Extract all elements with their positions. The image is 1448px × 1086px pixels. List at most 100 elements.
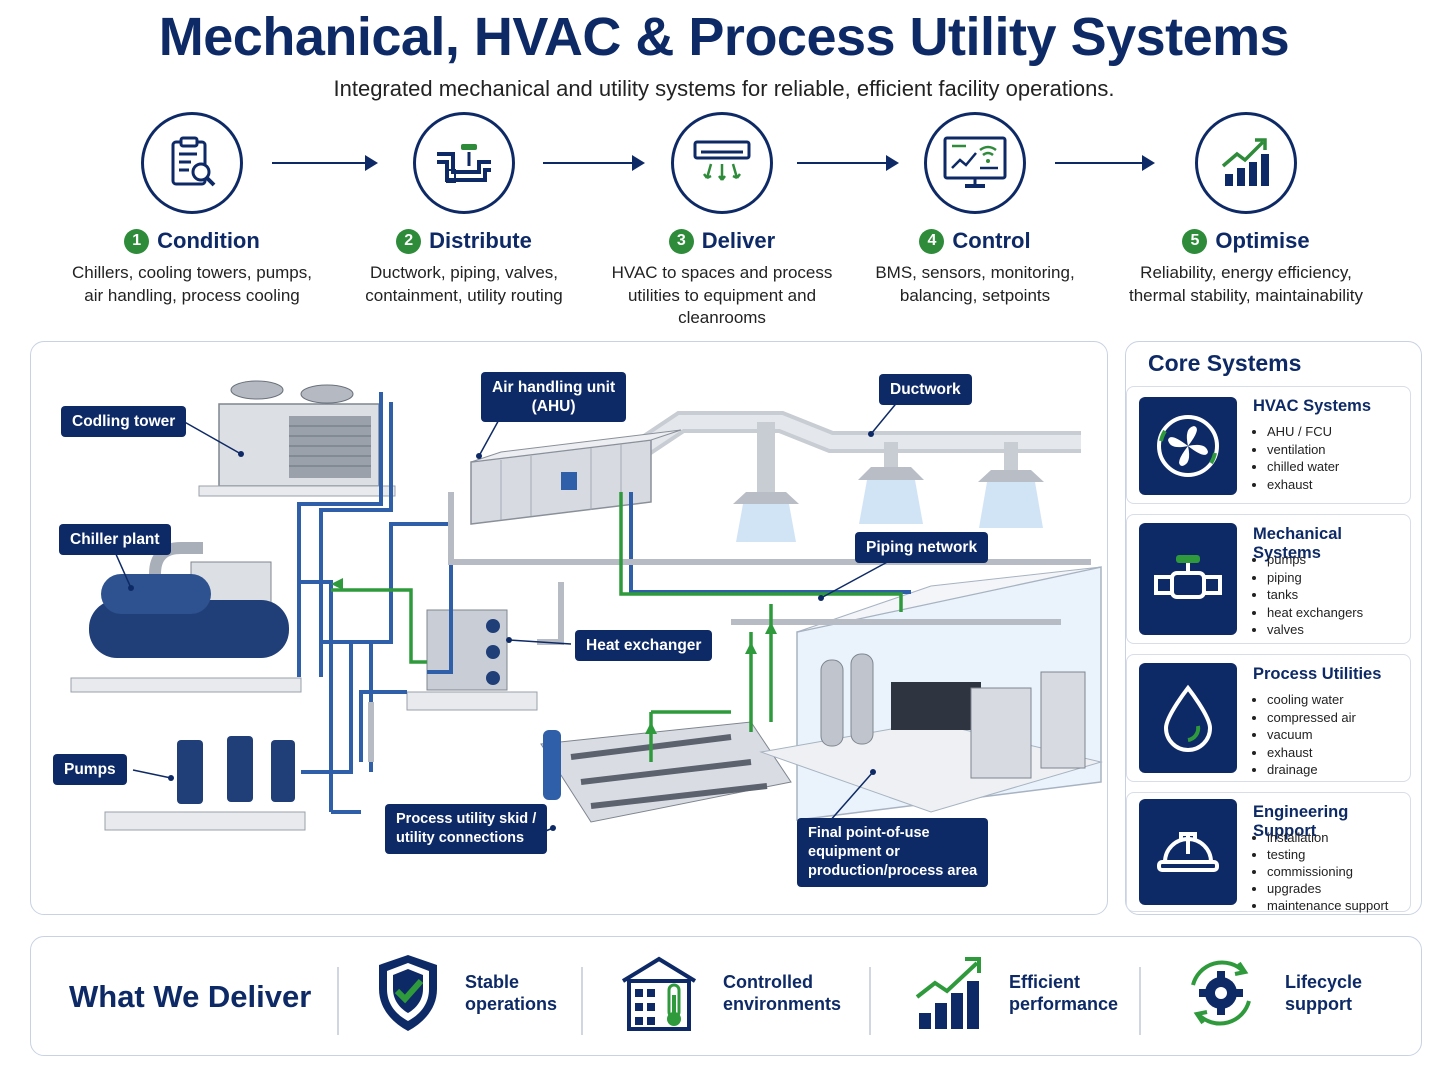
step-description: Chillers, cooling towers, pumps, air han…: [72, 263, 312, 305]
divider: [581, 967, 583, 1035]
step-arrow: [543, 155, 645, 171]
step-title: Optimise: [1215, 228, 1310, 253]
deliver-line2: performance: [1009, 994, 1119, 1014]
list-item: testing: [1267, 846, 1388, 863]
step-description: BMS, sensors, monitoring, balancing, set…: [875, 263, 1075, 305]
deliver-line2: support: [1285, 994, 1352, 1014]
list-item: ventilation: [1267, 441, 1339, 459]
step-optimise: 5 Optimise Reliability, energy efficiency…: [1126, 112, 1366, 307]
label-final-line1: Final point-of-use: [808, 825, 930, 841]
divider: [337, 967, 339, 1035]
list-item: cooling water: [1267, 691, 1356, 709]
core-card-title: HVAC Systems: [1253, 397, 1371, 415]
label-ahu: Air handling unit (AHU): [481, 372, 627, 422]
list-item: drainage: [1267, 761, 1356, 779]
step-description: Reliability, energy efficiency, thermal …: [1129, 263, 1363, 305]
list-item: exhaust: [1267, 744, 1356, 762]
valve-icon: [1139, 523, 1237, 635]
step-control: 4 Control BMS, sensors, monitoring, balan…: [855, 112, 1095, 307]
air-vent-icon: [671, 112, 773, 214]
step-title: Deliver: [701, 228, 776, 253]
deliver-line1: Efficient: [1009, 972, 1081, 992]
label-cooling-tower: Codling tower: [61, 406, 187, 437]
label-pumps: Pumps: [53, 754, 127, 785]
step-number: 5: [1182, 228, 1208, 254]
step-arrow: [797, 155, 899, 171]
core-systems-panel: Core Systems HVAC Systems AHU / FCU vent…: [1125, 341, 1422, 915]
label-process-skid: Process utility skid / utility connectio…: [385, 804, 548, 854]
hard-hat-icon: [1139, 799, 1237, 905]
page-subtitle: Integrated mechanical and utility system…: [333, 76, 1115, 101]
step-description: Ductwork, piping, valves, containment, u…: [365, 263, 563, 305]
label-ductwork: Ductwork: [879, 374, 972, 405]
core-card-title: Mechanical Systems: [1253, 525, 1342, 562]
core-card-title: Engineering Support: [1253, 803, 1349, 840]
list-item: AHU / FCU: [1267, 423, 1339, 441]
bar-growth-icon: [915, 957, 981, 1029]
core-card-mechanical: Mechanical Systems pumps piping tanks he…: [1126, 514, 1411, 644]
core-card-list: pumps piping tanks heat exchangers valve…: [1253, 551, 1363, 639]
list-item: upgrades: [1267, 880, 1388, 897]
core-card-hvac: HVAC Systems AHU / FCU ventilation chill…: [1126, 386, 1411, 504]
label-ahu-line1: Air handling unit: [492, 379, 616, 396]
core-card-title: Process Utilities: [1253, 665, 1382, 683]
step-arrow: [1055, 155, 1155, 171]
clipboard-search-icon: [141, 112, 243, 214]
monitor-dashboard-icon: [924, 112, 1026, 214]
pipe-valve-icon: [413, 112, 515, 214]
deliver-line2: operations: [465, 994, 558, 1014]
list-item: maintenance support: [1267, 897, 1388, 914]
list-item: installation: [1267, 829, 1388, 846]
fan-icon: [1139, 397, 1237, 495]
step-title: Condition: [157, 228, 260, 253]
deliver-line1: Controlled: [723, 972, 813, 992]
step-number: 3: [668, 228, 694, 254]
list-item: piping: [1267, 569, 1363, 587]
list-item: vacuum: [1267, 726, 1356, 744]
divider: [869, 967, 871, 1035]
deliver-line1: Stable: [465, 972, 520, 992]
page-title: Mechanical, HVAC & Process Utility Syste…: [158, 7, 1290, 67]
list-item: valves: [1267, 621, 1363, 639]
list-item: chilled water: [1267, 458, 1339, 476]
divider: [1139, 967, 1141, 1035]
step-title: Distribute: [429, 228, 532, 253]
list-item: pumps: [1267, 551, 1363, 569]
water-drop-icon: [1139, 663, 1237, 773]
label-heat-exchanger: Heat exchanger: [575, 630, 713, 661]
growth-chart-icon: [1195, 112, 1297, 214]
system-diagram: Codling tower Air handling unit (AHU) Du…: [30, 341, 1108, 915]
core-card-list: AHU / FCU ventilation chilled water exha…: [1253, 423, 1339, 493]
step-number: 4: [919, 228, 945, 254]
step-title: Control: [952, 228, 1031, 253]
deliver-title: What We Deliver: [69, 979, 312, 1014]
step-distribute: 2 Distribute Ductwork, piping, valves, co…: [344, 112, 584, 307]
label-piping-network: Piping network: [855, 532, 989, 563]
label-final-line3: production/process area: [808, 863, 978, 879]
step-description: HVAC to spaces and process utilities to …: [611, 263, 833, 327]
core-card-list: installation testing commissioning upgra…: [1253, 829, 1388, 914]
core-card-list: cooling water compressed air vacuum exha…: [1253, 691, 1356, 779]
list-item: commissioning: [1267, 863, 1388, 880]
list-item: tanks: [1267, 586, 1363, 604]
deliver-line2: environments: [723, 994, 842, 1014]
step-number: 1: [124, 228, 150, 254]
core-systems-title: Core Systems: [1148, 350, 1302, 376]
label-chiller-plant: Chiller plant: [59, 524, 171, 555]
label-skid-line1: Process utility skid /: [396, 811, 537, 827]
list-item: exhaust: [1267, 476, 1339, 494]
core-card-process-utilities: Process Utilities cooling water compress…: [1126, 654, 1411, 782]
step-number: 2: [396, 228, 422, 254]
step-arrow: [272, 155, 378, 171]
label-final-point-of-use: Final point-of-use equipment or producti…: [797, 818, 989, 887]
gear-cycle-icon: [1191, 960, 1251, 1026]
